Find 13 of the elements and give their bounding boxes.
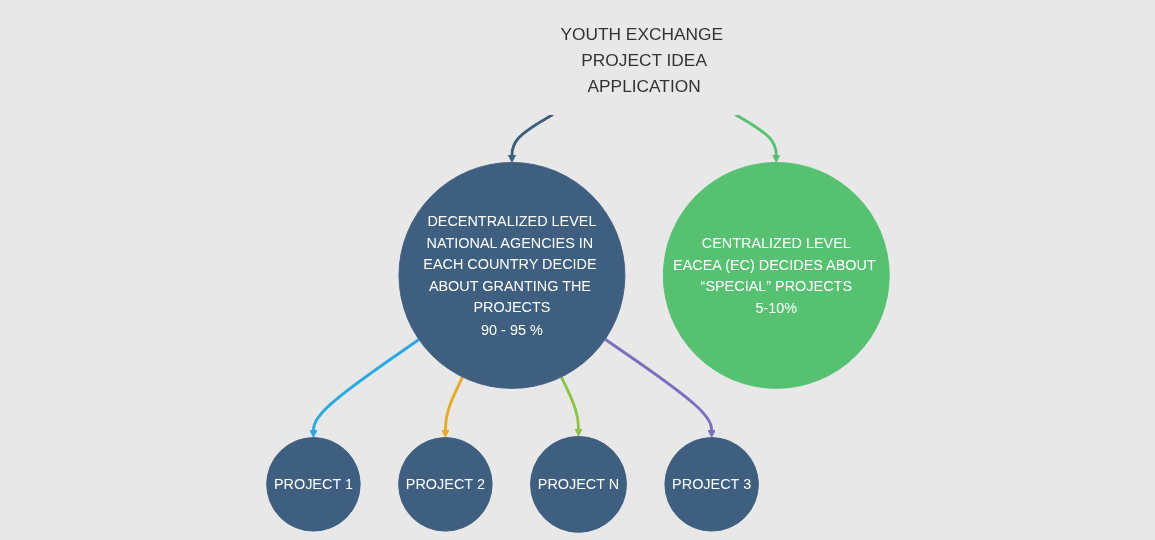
arrow: [440, 376, 464, 438]
node-circle: CENTRALIZED LEVEL EACEA (EC) DECIDES ABOUT “SPECIAL” PROJECTS 5-10%: [662, 162, 890, 389]
node-circle: PROJECT 1: [265, 437, 361, 532]
arrow: [559, 376, 583, 437]
arrow: [603, 338, 716, 438]
arrow: [308, 338, 420, 438]
node-circle: DECENTRALIZED LEVEL NATIONAL AGENCIES IN EACH COUNTRY DECIDE ABOUT GRANTING THE PROJECTS 90 - 95 %: [398, 162, 625, 389]
arrow: [507, 113, 554, 163]
node-circle: PROJECT 2: [397, 437, 493, 532]
node-text: YOUTH EXCHANGE PROJECT IDEA APPLICATION: [560, 24, 723, 97]
node-circle: PROJECT 3: [663, 437, 759, 532]
node-circle: PROJECT N: [529, 435, 627, 533]
arrow: [734, 113, 781, 163]
